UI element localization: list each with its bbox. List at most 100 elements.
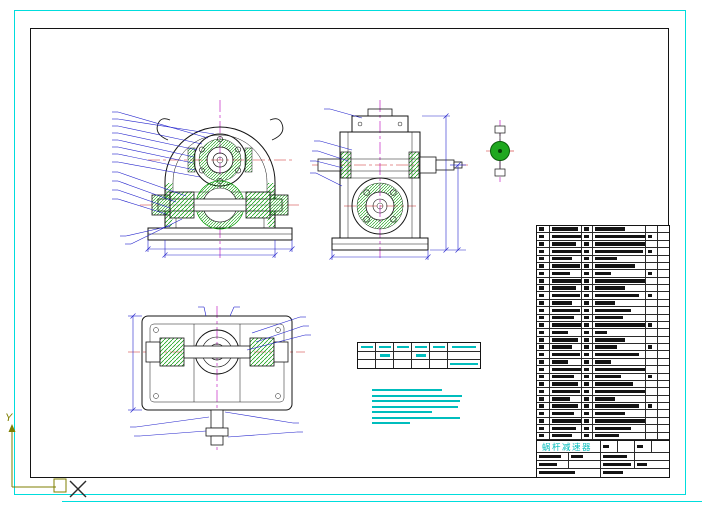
text-bar — [415, 354, 426, 357]
bom-cell — [550, 410, 582, 417]
text-bar — [538, 411, 544, 416]
bom-cell — [658, 433, 669, 439]
side-view-housing — [331, 108, 429, 251]
bom-row — [537, 233, 669, 241]
note-line — [372, 422, 410, 424]
output-bearing-bore — [351, 177, 409, 235]
side-view-input-shaft — [317, 151, 463, 179]
bom-cell — [550, 292, 582, 299]
bom-cell — [593, 292, 646, 299]
bom-cell — [537, 248, 550, 255]
top-view — [128, 306, 311, 452]
bom-cell — [582, 226, 593, 233]
text-bar — [538, 374, 544, 379]
top-view-output-shaft — [205, 409, 229, 446]
text-bar — [551, 234, 581, 239]
side-view-leader-lines — [310, 108, 363, 187]
text-bar — [551, 433, 572, 438]
text-bar — [378, 345, 391, 349]
parameter-table-cell — [430, 343, 448, 351]
bom-cell — [658, 351, 669, 357]
text-bar — [647, 374, 652, 379]
title-block-row — [537, 453, 669, 461]
technical-notes — [372, 389, 462, 428]
text-bar — [551, 256, 572, 261]
text-bar — [551, 352, 580, 357]
text-bar — [583, 367, 589, 372]
bom-cell — [646, 270, 658, 277]
title-block-row — [537, 460, 669, 469]
text-bar — [538, 301, 544, 305]
bom-cell — [646, 240, 658, 248]
text-bar — [594, 419, 645, 423]
parameter-table-row — [358, 351, 480, 361]
bom-cell — [537, 233, 550, 240]
text-bar — [583, 352, 589, 357]
text-bar — [551, 264, 580, 268]
worm-shaft-section — [151, 191, 289, 219]
text-bar — [583, 286, 589, 290]
parameter-table-cell — [412, 343, 430, 351]
bom-cell — [658, 410, 669, 416]
text-bar — [594, 426, 631, 431]
bom-cell — [582, 233, 593, 240]
bom-cell — [550, 358, 582, 366]
top-view-dimensions — [128, 313, 142, 413]
text-bar — [539, 471, 575, 475]
text-bar — [538, 345, 544, 349]
bom-cell — [550, 240, 582, 248]
bom-cell — [646, 432, 658, 439]
bom-cell — [537, 255, 550, 262]
bom-row — [537, 226, 669, 234]
text-bar — [647, 234, 652, 239]
text-bar — [594, 227, 625, 231]
bom-cell — [593, 344, 646, 351]
bom-cell — [646, 262, 658, 270]
text-bar — [452, 345, 476, 349]
text-bar — [538, 323, 544, 327]
bom-cell — [537, 307, 550, 314]
title-block-cell — [601, 469, 669, 477]
text-bar — [594, 256, 617, 261]
bom-row — [537, 432, 669, 440]
bom-cell — [537, 336, 550, 343]
text-bar — [414, 345, 427, 349]
text-bar — [594, 249, 643, 254]
text-bar — [538, 389, 544, 394]
bom-row — [537, 351, 669, 359]
bom-cell — [646, 373, 658, 380]
bom-cell — [646, 425, 658, 432]
text-bar — [551, 279, 581, 283]
title-block-cell — [537, 460, 569, 468]
text-bar — [551, 397, 570, 401]
bom-cell — [537, 344, 550, 351]
bom-cell — [550, 248, 582, 255]
text-bar — [594, 315, 623, 320]
bom-cell — [582, 248, 593, 255]
text-bar — [583, 279, 589, 283]
text-bar — [538, 271, 544, 276]
bom-row — [537, 380, 669, 389]
text-bar — [583, 433, 589, 438]
parameter-table-cell — [448, 343, 480, 351]
bom-row — [537, 292, 669, 300]
text-bar — [551, 293, 580, 298]
bom-cell — [658, 344, 669, 350]
bom-cell — [582, 425, 593, 432]
bom-cell — [658, 322, 669, 328]
bom-row — [537, 395, 669, 403]
note-line — [372, 389, 442, 391]
bom-cell — [593, 314, 646, 321]
text-bar — [594, 433, 619, 438]
bom-cell — [550, 233, 582, 240]
bom-cell — [582, 336, 593, 343]
text-bar — [583, 338, 589, 342]
bom-row — [537, 307, 669, 315]
text-bar — [603, 455, 627, 459]
parameter-table-cell — [376, 351, 394, 360]
text-bar — [583, 242, 589, 246]
bom-cell — [593, 395, 646, 402]
text-bar — [647, 323, 652, 327]
bom-cell — [593, 358, 646, 366]
bom-cell — [646, 307, 658, 314]
